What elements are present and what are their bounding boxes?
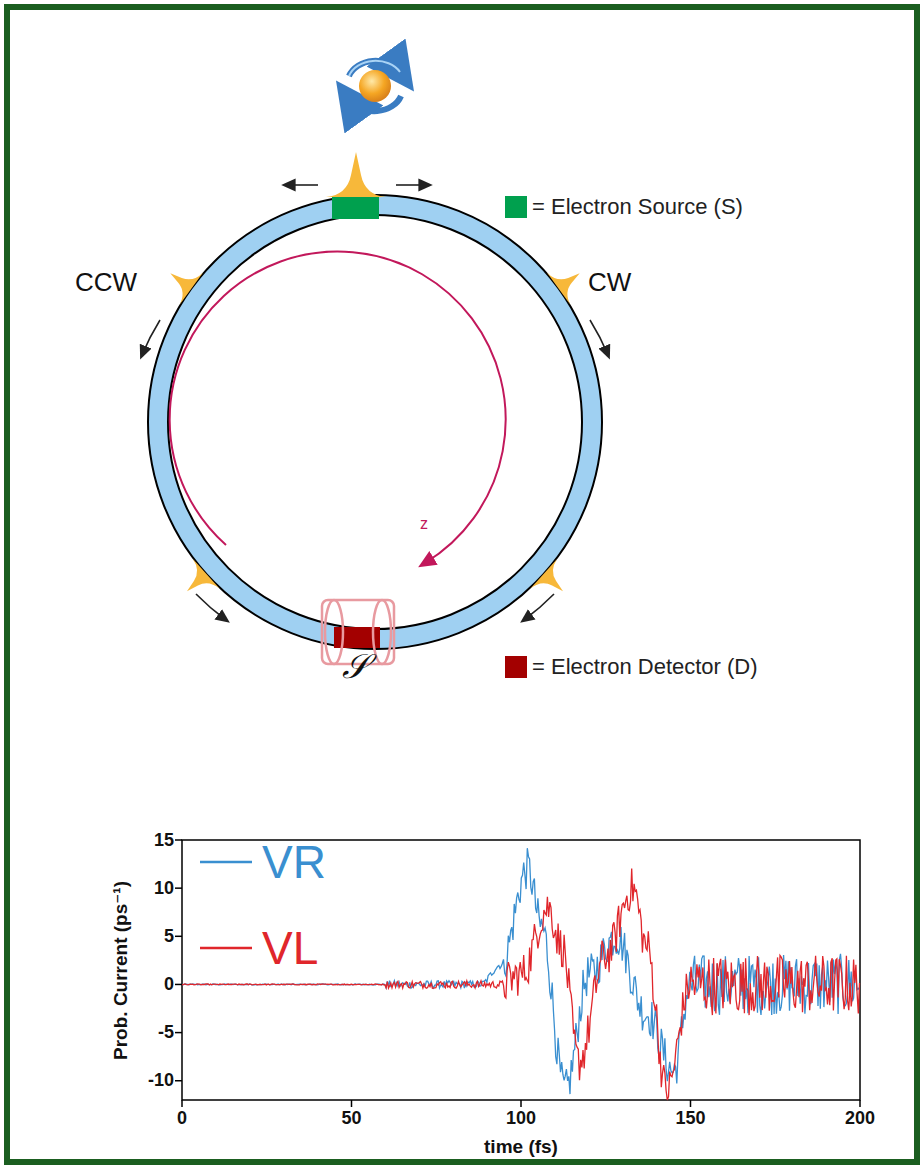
tick-label: 50 — [341, 1108, 361, 1129]
tick-label: 200 — [845, 1108, 875, 1129]
tick-label: 15 — [154, 830, 174, 851]
legend-text: = Electron Detector (D) — [532, 654, 758, 680]
label: 𝒮 — [342, 646, 368, 687]
legend-text: VR — [262, 835, 326, 889]
legend-swatch — [505, 656, 527, 678]
data-curve — [182, 868, 860, 1100]
tick-label: 5 — [164, 926, 174, 947]
tick-label: 0 — [164, 974, 174, 995]
tick-label: -5 — [158, 1022, 174, 1043]
tick-label: 0 — [177, 1108, 187, 1129]
tick-label: 150 — [675, 1108, 705, 1129]
tick-label: -10 — [148, 1070, 174, 1091]
axis-title: Prob. Current (ps⁻¹) — [108, 881, 131, 1060]
label: time (fs) — [484, 1136, 558, 1158]
tick-label: 100 — [506, 1108, 536, 1129]
legend-swatch — [505, 196, 527, 218]
tick-label: 10 — [154, 878, 174, 899]
legend-text: VL — [262, 921, 318, 975]
legend-text: = Electron Source (S) — [532, 194, 743, 220]
label: z — [420, 515, 428, 533]
label: CW — [588, 267, 631, 298]
label: CCW — [75, 267, 137, 298]
